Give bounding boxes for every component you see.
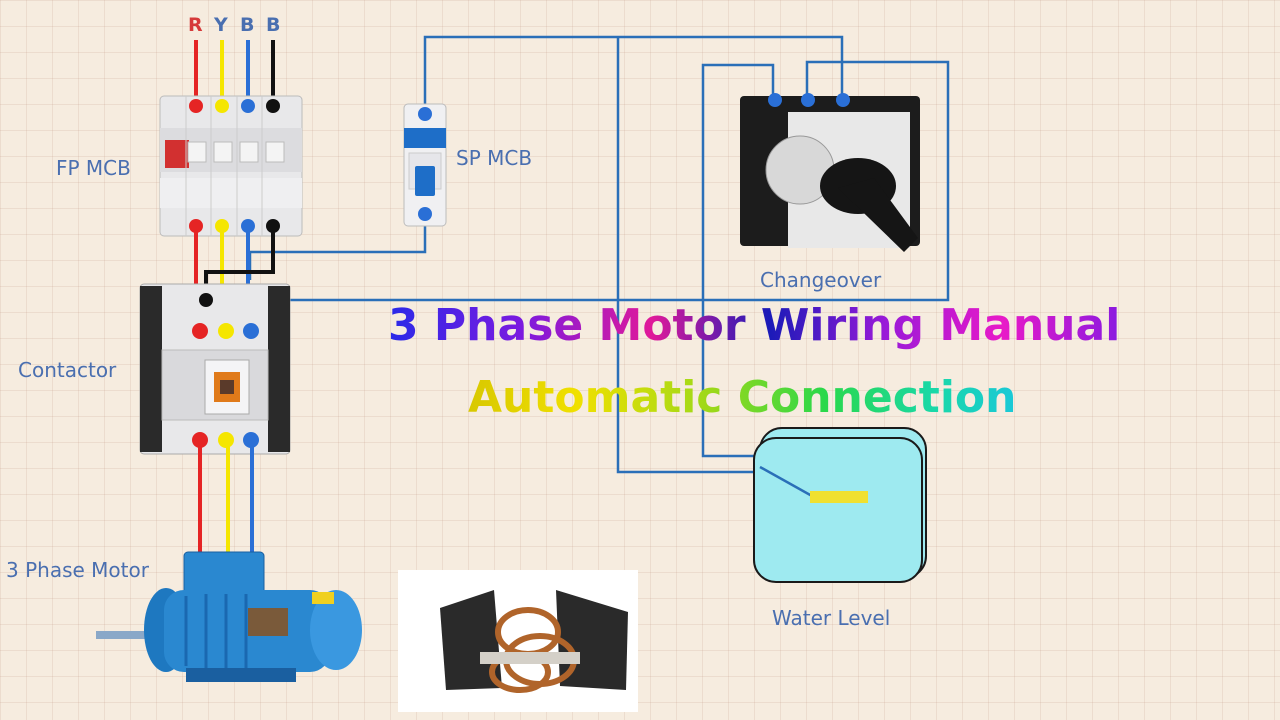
phase-label-b1: B [240, 14, 255, 36]
motor-illustration [96, 551, 362, 682]
contactor-label: Contactor [18, 358, 117, 382]
phase-label-b2: B [266, 14, 281, 36]
title-line-2: Automatic Connection [468, 372, 1017, 423]
motor-label: 3 Phase Motor [6, 558, 149, 582]
water-level-label: Water Level [772, 606, 891, 630]
sp-mcb [403, 103, 447, 227]
water-level-tank [753, 427, 927, 583]
changeover-label: Changeover [760, 268, 882, 292]
phase-label-r: R [188, 14, 203, 36]
title-line-1: 3 Phase Motor Wiring Manual [388, 300, 1121, 351]
control-wiring [248, 35, 950, 474]
phase-label-y: Y [214, 14, 228, 36]
contactor [139, 283, 291, 455]
contactor-to-motor-wires [198, 440, 254, 556]
fp-mcb [159, 95, 303, 237]
changeover-switch [740, 93, 920, 252]
motor-internal-image [398, 570, 638, 712]
sp-mcb-label: SP MCB [456, 146, 533, 170]
fp-mcb-label: FP MCB [56, 156, 131, 180]
